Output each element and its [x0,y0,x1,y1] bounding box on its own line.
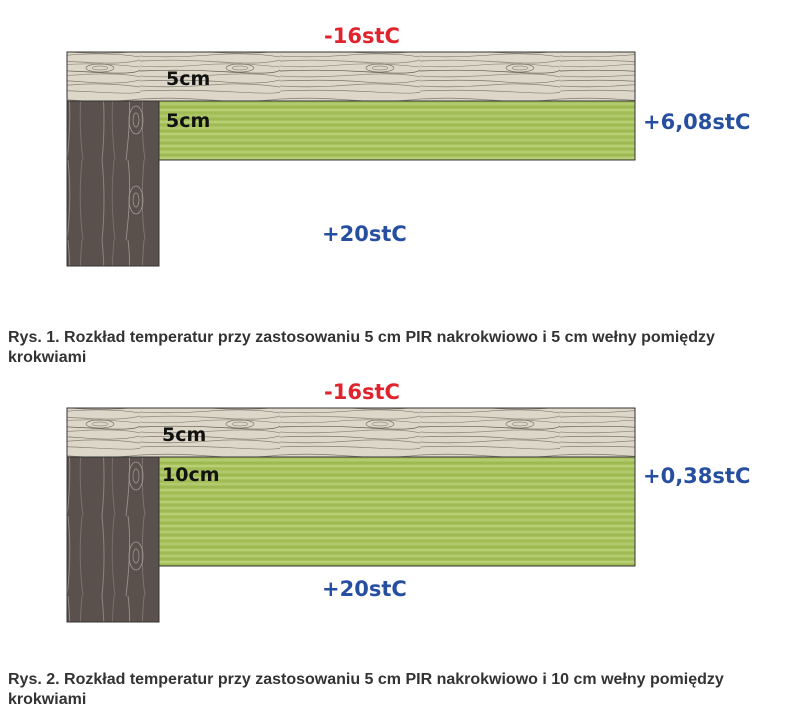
figure-1: -16stC 5cm 5cm +6,08stC +20stC [0,0,799,310]
mineral-wool [158,456,636,567]
figure-1-caption: Rys. 1. Rozkład temperatur przy zastosow… [8,328,788,368]
interface-temperature: +0,38stC [643,464,751,488]
figure-2: -16stC 5cm 10cm +0,38stC +20stC [0,356,799,666]
pir-board [66,51,636,102]
outside-temperature: -16stC [324,24,400,48]
rafter [66,100,160,267]
figure-2-caption-line-1: Rys. 2. Rozkład temperatur przy zastosow… [8,671,724,688]
inside-temperature: +20stC [322,577,407,601]
figure-2-caption: Rys. 2. Rozkład temperatur przy zastosow… [8,670,788,710]
figure-1-caption-line-1: Rys. 1. Rozkład temperatur przy zastosow… [8,329,715,346]
pir-thickness-label: 5cm [166,68,211,90]
outside-temperature: -16stC [324,380,400,404]
pir-board [66,407,636,458]
figure-1-drawing [66,51,636,267]
pir-thickness-label: 5cm [162,424,207,446]
figure-2-caption-line-2: krokwiami [8,691,87,708]
wool-thickness-label: 10cm [162,464,220,486]
rafter [66,456,160,623]
interface-temperature: +6,08stC [643,110,751,134]
figure-2-drawing [66,407,636,623]
inside-temperature: +20stC [322,222,407,246]
figure-1-caption-line-2: krokwiami [8,349,87,366]
wool-thickness-label: 5cm [166,110,211,132]
mineral-wool [158,100,636,161]
